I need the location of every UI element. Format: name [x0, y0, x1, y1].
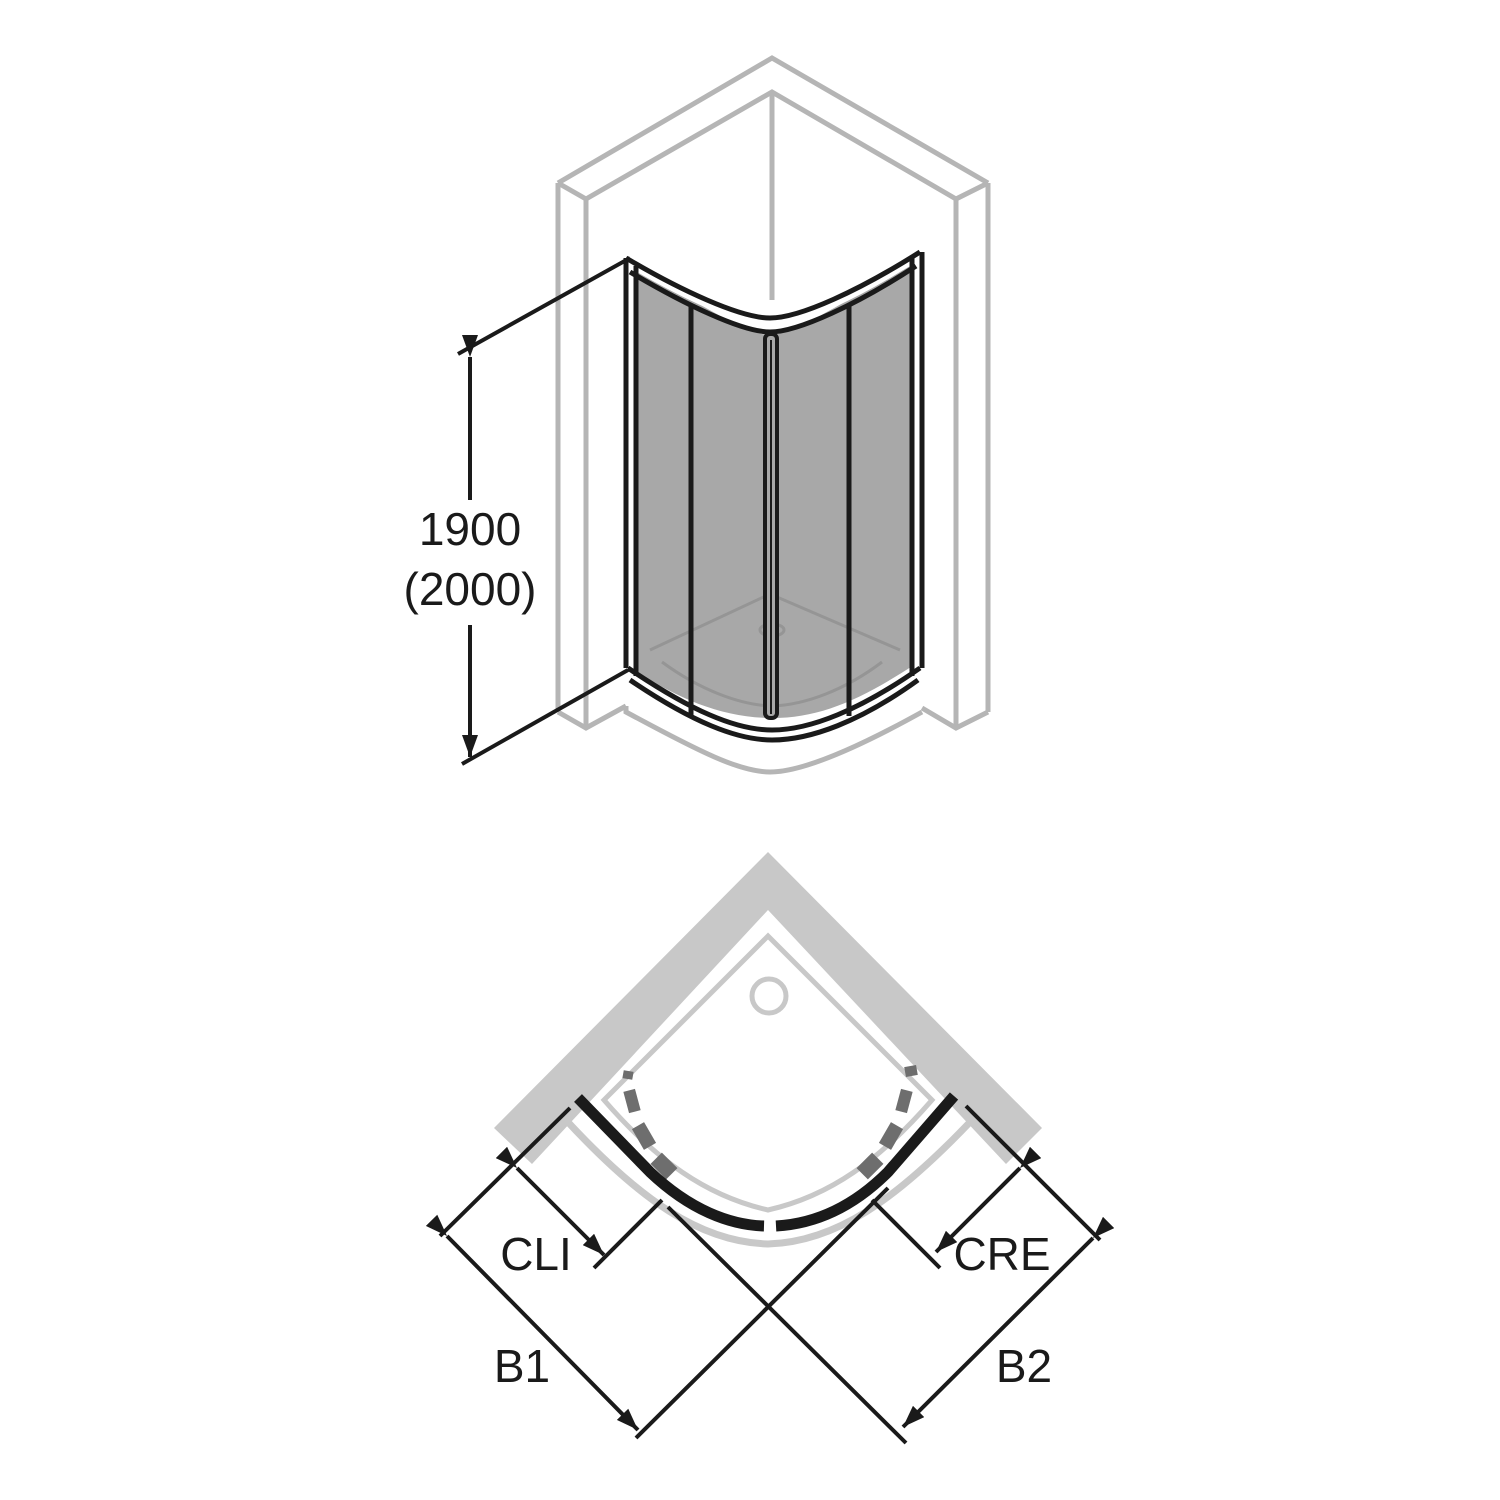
b1-label: B1: [494, 1340, 550, 1392]
height-alt-label: (2000): [404, 563, 537, 615]
enclosure-frame: [623, 249, 925, 743]
b2-label: B2: [996, 1340, 1052, 1392]
height-label: 1900: [419, 503, 521, 555]
drain-icon: [749, 976, 789, 1016]
wall-outline: [555, 55, 991, 775]
height-dimension: 1900 (2000): [404, 256, 631, 766]
plan-view: CLI CRE B1 B2: [425, 852, 1115, 1445]
shower-tray: [600, 932, 936, 1213]
enclosure-closed: [574, 1092, 959, 1232]
cli-label: CLI: [500, 1228, 572, 1280]
plan-dimensions: CLI CRE B1 B2: [425, 1104, 1115, 1445]
door-open-position: [622, 1065, 918, 1180]
plan-wall: [494, 852, 1042, 1164]
cre-label: CRE: [953, 1228, 1050, 1280]
elevation-view: 1900 (2000): [404, 55, 991, 775]
